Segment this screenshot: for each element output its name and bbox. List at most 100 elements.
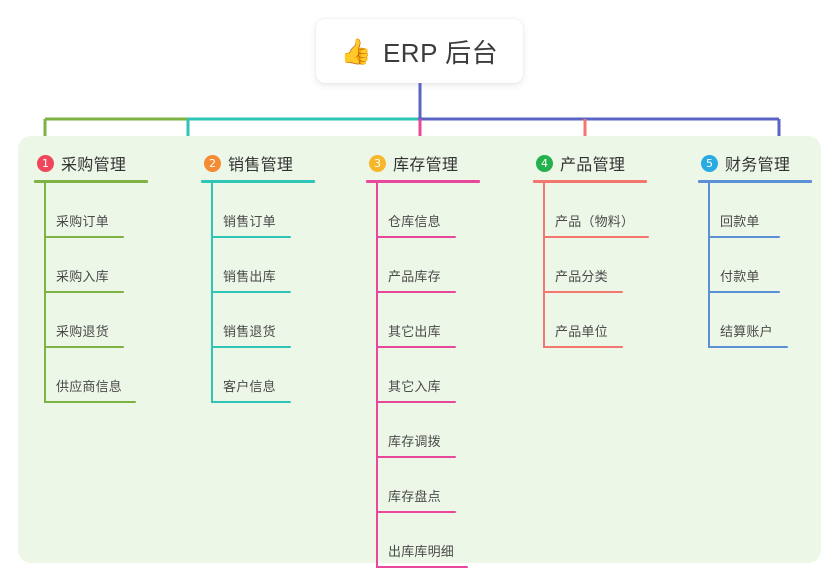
branch-header-5[interactable]: 5 财务管理: [698, 150, 812, 176]
thumbs-up-icon: 👍: [340, 36, 372, 66]
branch-underline: [34, 180, 148, 183]
branch-item-label: 其它出库: [388, 324, 441, 339]
branch-item-label: 产品库存: [388, 269, 441, 284]
branch-item-underline: [44, 291, 124, 293]
branch-item-underline: [211, 401, 291, 403]
branch-item-label: 产品分类: [555, 269, 608, 284]
branch-item[interactable]: 结算账户: [698, 293, 812, 348]
branch-header-3[interactable]: 3 库存管理: [366, 150, 480, 176]
branch-item[interactable]: 库存调拨: [366, 403, 480, 458]
branch-item-underline: [376, 291, 456, 293]
branch-item-underline: [44, 346, 124, 348]
branch-item[interactable]: 销售出库: [201, 238, 315, 293]
branch-item-underline: [376, 511, 456, 513]
branch-underline: [366, 180, 480, 183]
branch-column-1[interactable]: 1 采购管理采购订单采购入库采购退货供应商信息: [34, 150, 148, 403]
branch-item-underline: [376, 566, 468, 568]
branch-item-label: 回款单: [720, 214, 760, 229]
branch-item-label: 销售订单: [223, 214, 276, 229]
branch-item[interactable]: 销售退货: [201, 293, 315, 348]
branch-item-label: 其它入库: [388, 379, 441, 394]
branch-item-label: 结算账户: [720, 324, 773, 339]
branch-item[interactable]: 产品库存: [366, 238, 480, 293]
branch-item[interactable]: 仓库信息: [366, 183, 480, 238]
branch-item-label: 出库库明细: [388, 544, 455, 559]
branch-item-label: 供应商信息: [56, 379, 123, 394]
branch-number-badge: 1: [37, 154, 54, 172]
branch-item-underline: [708, 291, 780, 293]
branch-item[interactable]: 供应商信息: [34, 348, 148, 403]
branch-title: 销售管理: [228, 157, 294, 174]
branch-item[interactable]: 产品单位: [533, 293, 647, 348]
branch-item-underline: [211, 346, 291, 348]
branch-items: 产品（物料） 产品分类产品单位: [533, 183, 649, 348]
root-title: ERP 后台: [382, 37, 499, 68]
branch-title: 产品管理: [560, 157, 626, 174]
branch-underline: [698, 180, 812, 183]
branch-item-underline: [211, 291, 291, 293]
branch-item-label: 销售退货: [223, 324, 276, 339]
branch-item-underline: [543, 236, 649, 238]
branch-number-badge: 2: [204, 154, 221, 172]
branch-items: 仓库信息产品库存其它出库其它入库库存调拨库存盘点出库库明细: [366, 183, 480, 568]
branch-item[interactable]: 产品分类: [533, 238, 647, 293]
branch-item[interactable]: 回款单: [698, 183, 812, 238]
branch-item-label: 库存盘点: [388, 489, 441, 504]
branch-item-label: 仓库信息: [388, 214, 441, 229]
branch-item-underline: [376, 456, 456, 458]
branch-column-2[interactable]: 2 销售管理销售订单销售出库销售退货客户信息: [201, 150, 315, 403]
branch-items: 回款单付款单结算账户: [698, 183, 812, 348]
branch-item[interactable]: 付款单: [698, 238, 812, 293]
branch-item-label: 采购订单: [56, 214, 109, 229]
branch-item-underline: [376, 346, 456, 348]
branch-item[interactable]: 产品（物料）: [533, 183, 649, 238]
branch-item[interactable]: 采购入库: [34, 238, 148, 293]
branch-item-label: 采购入库: [56, 269, 109, 284]
branch-item[interactable]: 库存盘点: [366, 458, 480, 513]
branch-item-underline: [543, 291, 623, 293]
branch-item[interactable]: 出库库明细: [366, 513, 480, 568]
branch-header-2[interactable]: 2 销售管理: [201, 150, 315, 176]
branch-title: 库存管理: [393, 157, 459, 174]
branches-panel: [18, 136, 821, 563]
branch-title: 财务管理: [725, 157, 791, 174]
branch-underline: [533, 180, 647, 183]
branch-item-underline: [44, 236, 124, 238]
branch-item[interactable]: 其它出库: [366, 293, 480, 348]
branch-spine: [211, 183, 213, 403]
branch-item[interactable]: 其它入库: [366, 348, 480, 403]
branch-number-badge: 3: [369, 154, 386, 172]
branch-item-label: 客户信息: [223, 379, 276, 394]
branch-item-underline: [376, 236, 456, 238]
branch-item-label: 库存调拨: [388, 434, 441, 449]
branch-item[interactable]: 采购订单: [34, 183, 148, 238]
branch-item-underline: [543, 346, 623, 348]
branch-spine: [44, 183, 46, 403]
branch-item-underline: [376, 401, 456, 403]
branch-item-underline: [44, 401, 136, 403]
branch-item-label: 付款单: [720, 269, 760, 284]
branch-column-3[interactable]: 3 库存管理仓库信息产品库存其它出库其它入库库存调拨库存盘点出库库明细: [366, 150, 480, 568]
branch-underline: [201, 180, 315, 183]
branch-header-1[interactable]: 1 采购管理: [34, 150, 148, 176]
branch-item-underline: [708, 236, 780, 238]
branch-number-badge: 5: [701, 154, 718, 172]
branch-item-label: 产品（物料）: [555, 214, 635, 229]
branch-items: 采购订单采购入库采购退货供应商信息: [34, 183, 148, 403]
root-node[interactable]: 👍 ERP 后台: [316, 19, 523, 83]
branch-item-label: 采购退货: [56, 324, 109, 339]
branch-title: 采购管理: [61, 157, 127, 174]
branch-item-label: 销售出库: [223, 269, 276, 284]
branch-column-5[interactable]: 5 财务管理回款单付款单结算账户: [698, 150, 812, 348]
branch-item[interactable]: 销售订单: [201, 183, 315, 238]
branch-spine: [543, 183, 545, 348]
branch-item-label: 产品单位: [555, 324, 608, 339]
branch-items: 销售订单销售出库销售退货客户信息: [201, 183, 315, 403]
branch-item[interactable]: 客户信息: [201, 348, 315, 403]
branch-item-underline: [708, 346, 788, 348]
branch-item-underline: [211, 236, 291, 238]
branch-item[interactable]: 采购退货: [34, 293, 148, 348]
